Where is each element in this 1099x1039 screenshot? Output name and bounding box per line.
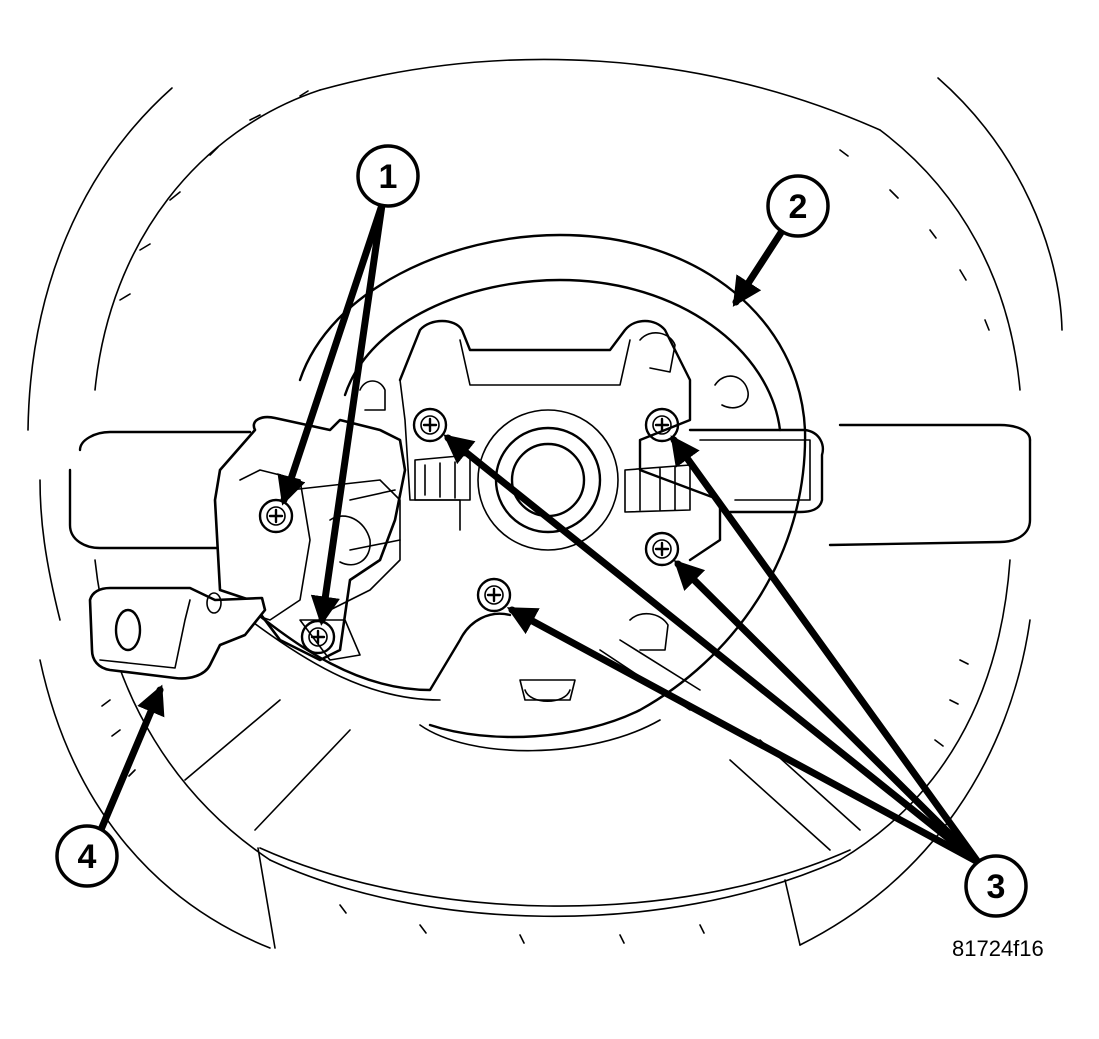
screw-left-upper — [258, 498, 294, 534]
callout-2: 2 — [766, 174, 830, 238]
arrow-3-to-lower-screw — [506, 606, 982, 866]
arrow-1-to-lower-screw — [310, 201, 386, 626]
callout-3: 3 — [964, 854, 1028, 918]
mounting-tab — [88, 586, 267, 680]
callout-1: 1 — [356, 144, 420, 208]
arrow-4-to-tab — [96, 684, 165, 836]
arrow-3-to-right-screw — [673, 559, 982, 866]
callout-2-label: 2 — [789, 188, 808, 226]
switch-module — [213, 415, 512, 701]
right-mount-bracket — [688, 428, 824, 514]
steering-hub — [298, 233, 807, 752]
arrow-3-to-upper-left-screw — [443, 434, 982, 866]
screw-hub-upper-left — [412, 407, 448, 443]
screw-hub-lower — [476, 577, 512, 613]
callout-4: 4 — [55, 824, 119, 888]
screw-hub-right — [644, 531, 680, 567]
arrow-1-to-upper-screw — [277, 201, 386, 506]
arrow-2-to-hub — [732, 224, 788, 307]
wheel-rim — [27, 58, 1063, 949]
callout-1-label: 1 — [379, 158, 398, 196]
leader-arrows — [96, 201, 982, 866]
screw-hub-upper-right — [644, 407, 680, 443]
figure-id: 81724f16 — [952, 936, 1044, 961]
callout-3-label: 3 — [987, 868, 1006, 906]
callout-4-label: 4 — [78, 838, 97, 876]
arrow-3-to-upper-right-screw — [670, 435, 982, 866]
